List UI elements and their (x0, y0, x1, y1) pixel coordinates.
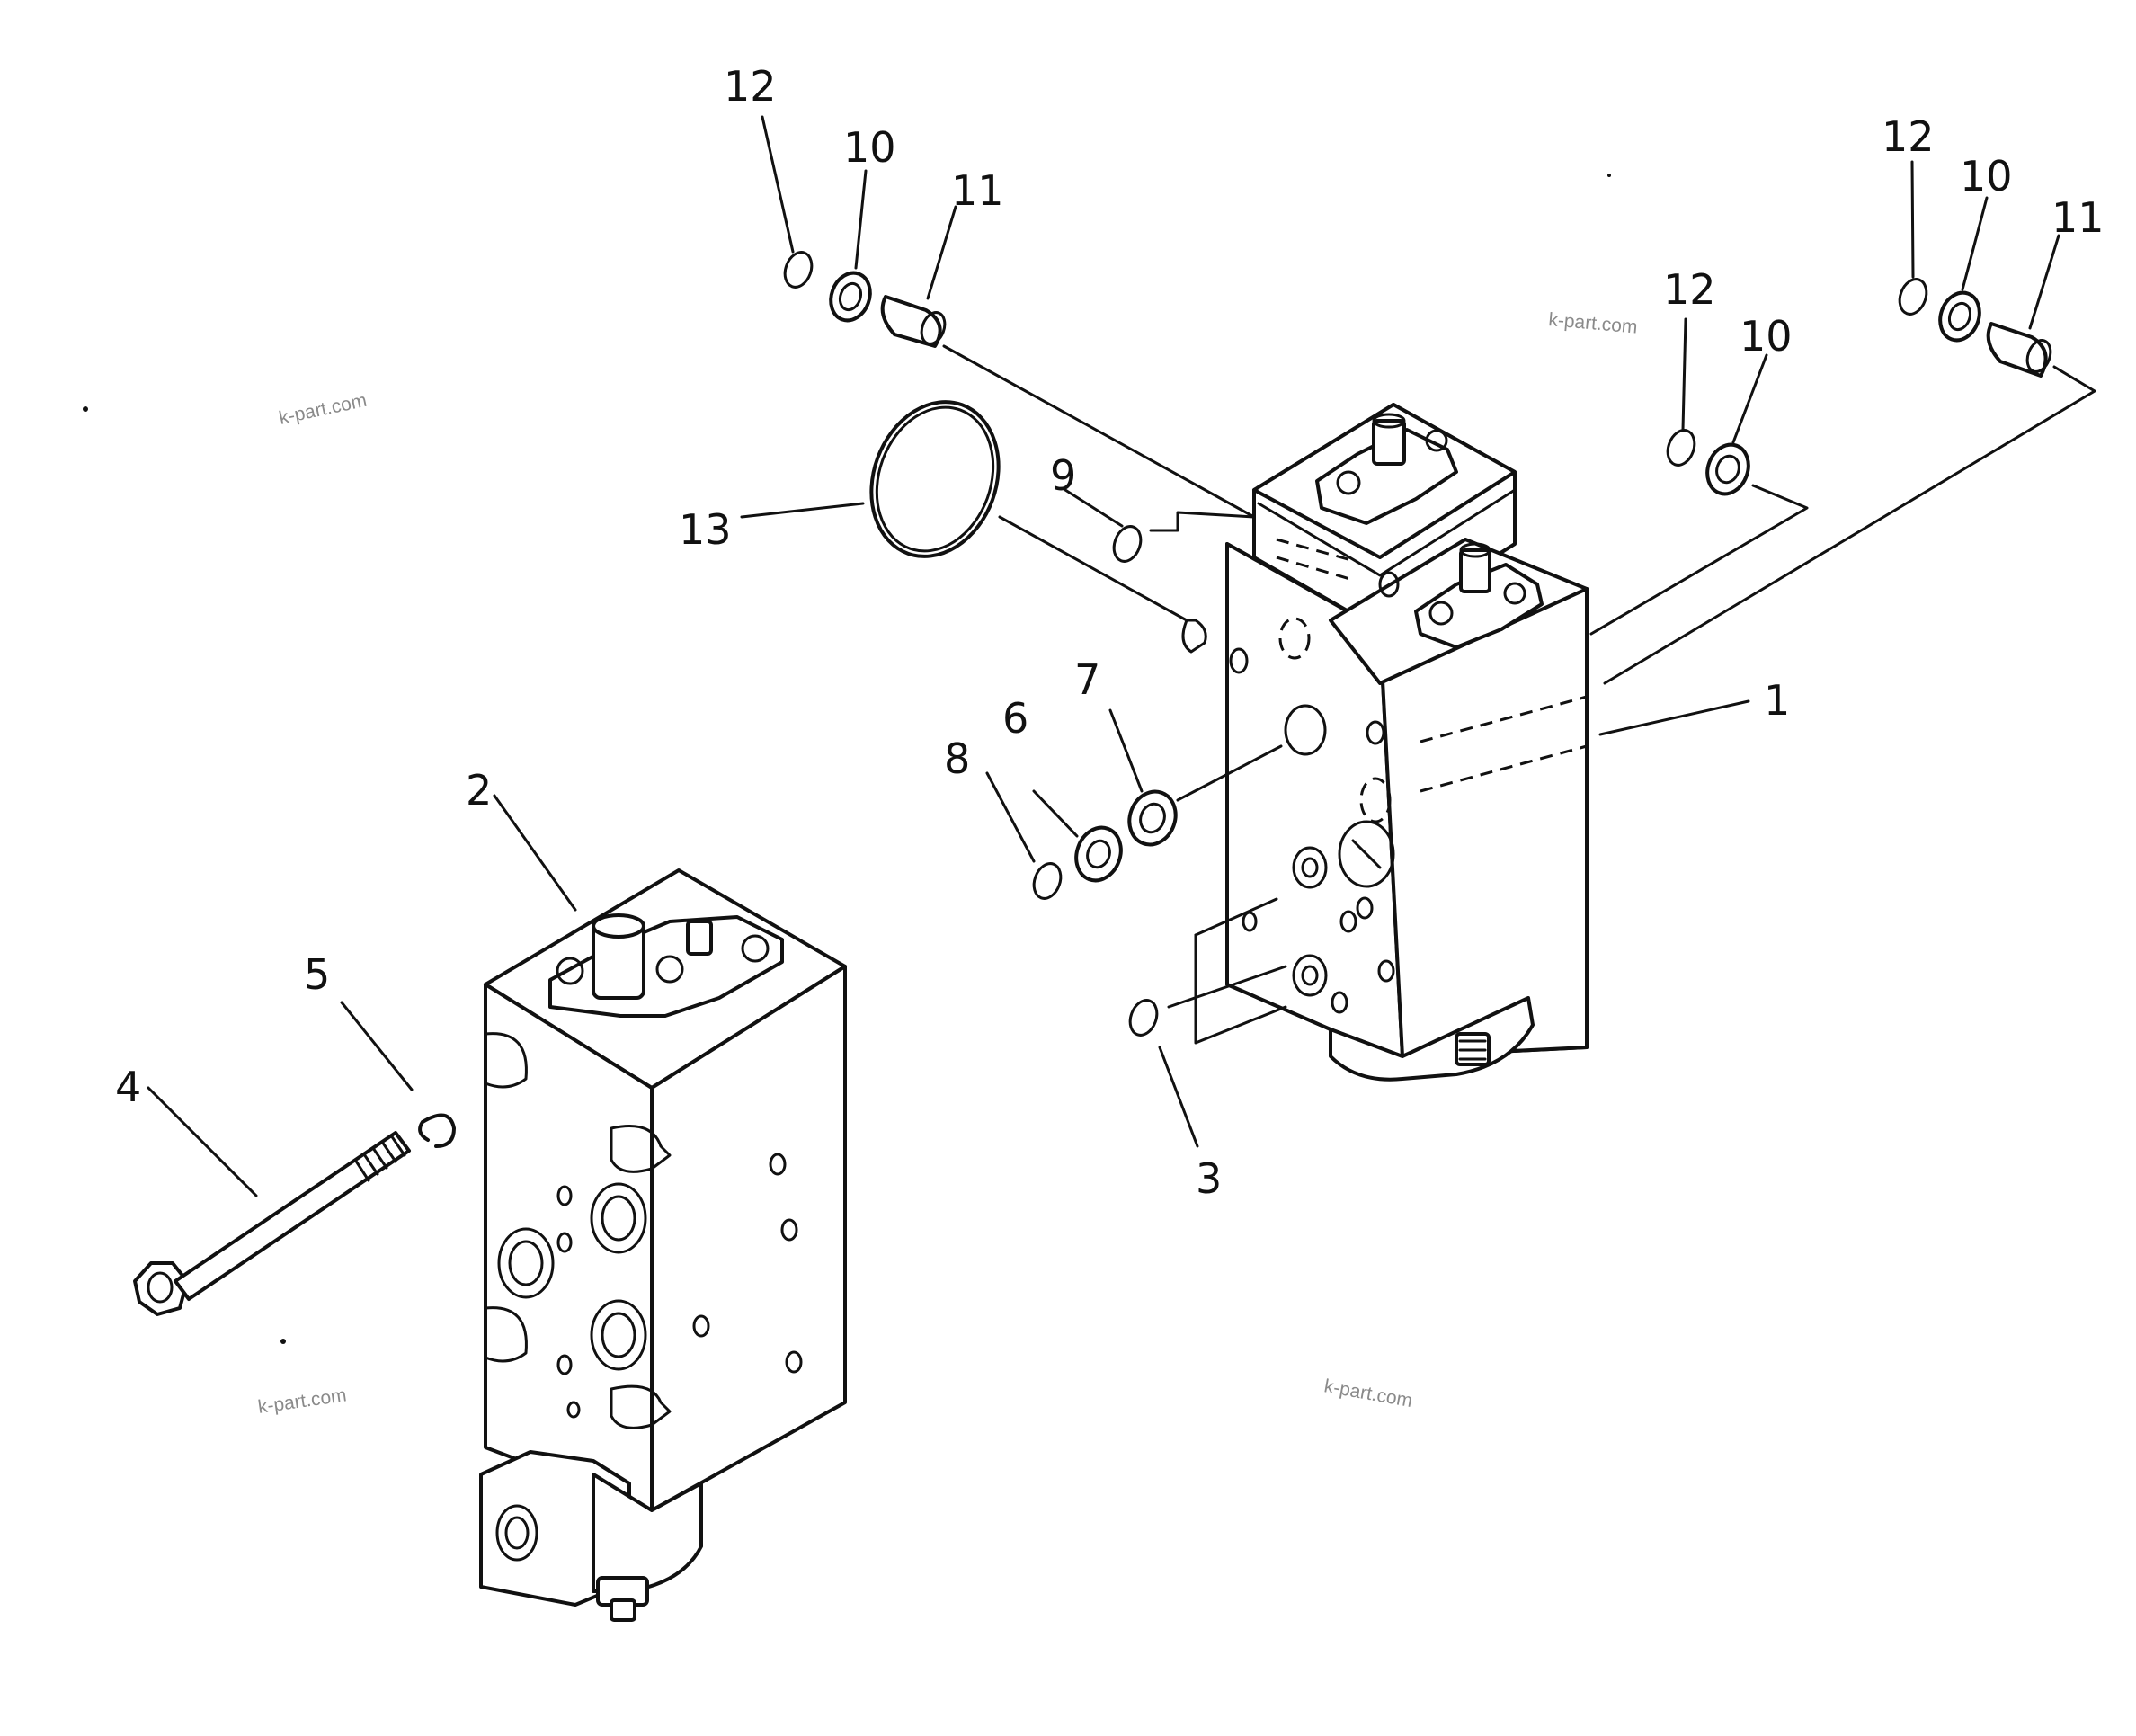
o-ring-part-13 (869, 400, 1001, 558)
callout-11-c: 11 (2051, 193, 2105, 242)
callout-9: 9 (1050, 451, 1076, 500)
callout-11-a: 11 (951, 166, 1004, 215)
watermark: k-part.com (1322, 1375, 1414, 1411)
callout-12-b: 12 (1663, 265, 1716, 314)
callout-3: 3 (1196, 1154, 1222, 1203)
callout-2: 2 (466, 766, 492, 815)
watermark: k-part.com (277, 390, 369, 429)
watermark: k-part.com (256, 1384, 347, 1418)
plug-set-b (1589, 429, 1809, 636)
callout-13: 13 (679, 505, 732, 554)
washer-part-5 (418, 1113, 456, 1148)
valve-body-part-2 (479, 868, 847, 1622)
callout-10-c: 10 (1960, 152, 2013, 200)
o-ring-part-3 (1128, 999, 1159, 1037)
plug-set-d (1032, 744, 1283, 900)
bolt-part-4 (133, 1131, 411, 1316)
callout-10-b: 10 (1740, 312, 1793, 361)
callout-1: 1 (1764, 676, 1790, 725)
callout-7: 7 (1074, 655, 1100, 704)
valve-body-part-1 (1194, 403, 1589, 1082)
callout-12-a: 12 (724, 62, 777, 111)
callout-6: 6 (1002, 694, 1028, 743)
callout-12-c: 12 (1882, 112, 1935, 161)
watermark: k-part.com (1548, 309, 1639, 338)
plug-set-c (1603, 278, 2096, 685)
callout-8: 8 (944, 734, 970, 783)
callout-4: 4 (115, 1063, 141, 1111)
o-ring-part-9 (1112, 525, 1143, 563)
callout-10-a: 10 (843, 123, 896, 172)
callout-5: 5 (304, 950, 330, 999)
plug-set-a (783, 251, 1256, 519)
